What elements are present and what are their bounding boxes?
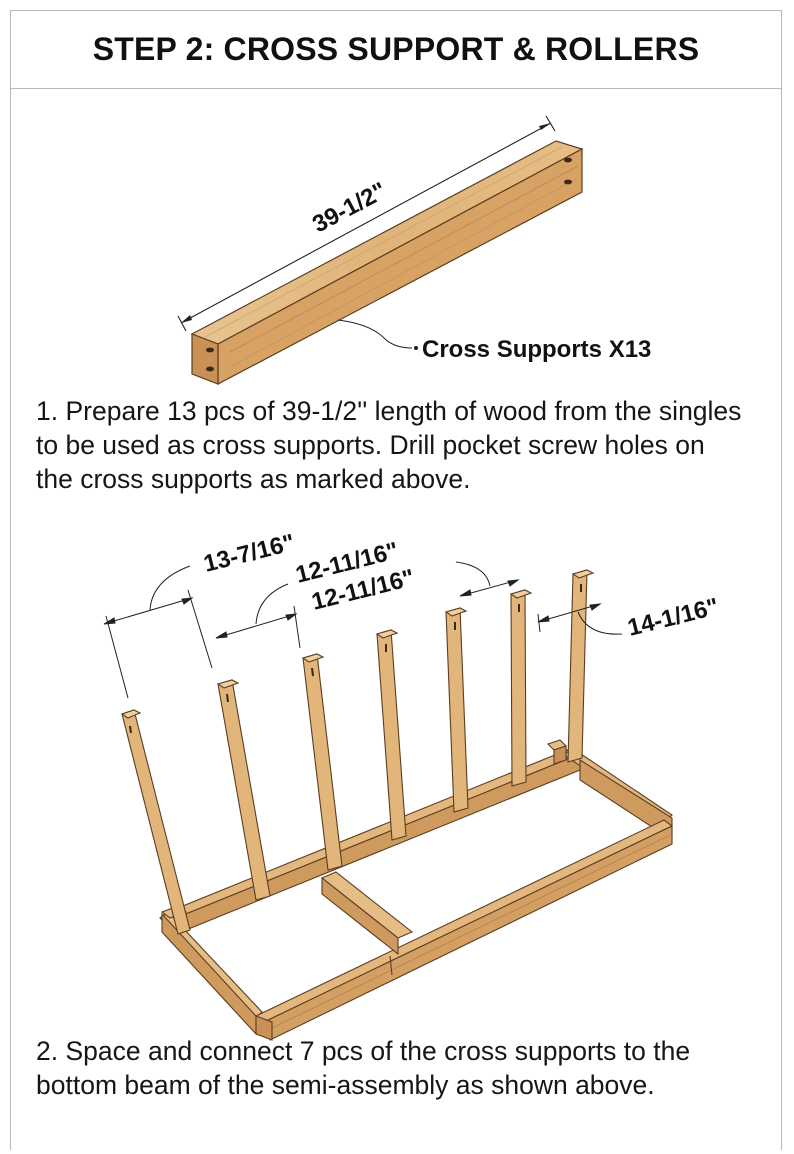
assembly-illustration: 13-7/16" 12-11/16" 12-11/16" 14-1/16": [103, 529, 722, 1041]
cross-support-illustration: 39-1/2" Cross Supports X13: [177, 115, 651, 385]
upright: [567, 569, 595, 763]
uprights: [120, 569, 595, 935]
instruction-sheet: STEP 2: CROSS SUPPORT & ROLLERS: [10, 10, 782, 1150]
upright: [216, 679, 271, 901]
callout-label: Cross Supports X13: [422, 336, 651, 363]
pocket-hole-icon: [564, 157, 572, 163]
spacing-label: 14-1/16": [625, 593, 722, 642]
title-bar: STEP 2: CROSS SUPPORT & ROLLERS: [11, 11, 781, 89]
spacing-dimensions: [103, 561, 623, 699]
pocket-hole-icon: [206, 347, 214, 353]
page-title: STEP 2: CROSS SUPPORT & ROLLERS: [92, 31, 700, 67]
upright: [301, 653, 343, 871]
upright: [509, 589, 533, 787]
spacing-label: 13-7/16": [201, 529, 298, 578]
upright: [375, 629, 407, 841]
bottom-frame: [159, 739, 674, 1041]
board-end-face: [191, 333, 219, 385]
pocket-hole-icon: [564, 179, 572, 185]
upright: [120, 709, 191, 935]
cross-supports-callout: Cross Supports X13: [337, 319, 651, 363]
upright: [444, 607, 469, 813]
step-2-text: 2. Space and connect 7 pcs of the cross …: [36, 1036, 691, 1100]
pocket-hole-icon: [206, 366, 214, 372]
step-1-text: 1. Prepare 13 pcs of 39-1/2'' length of …: [36, 396, 742, 494]
